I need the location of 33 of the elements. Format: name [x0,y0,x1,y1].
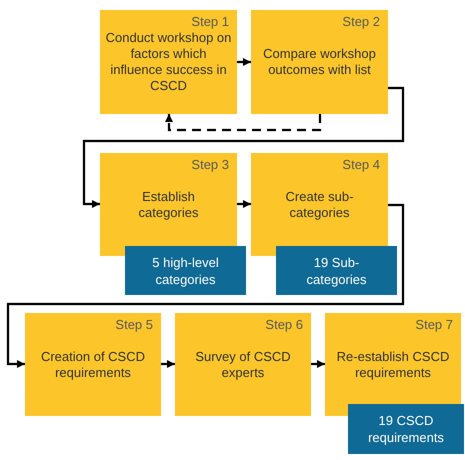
step-description: Establish categories [138,188,200,220]
process-box [25,313,161,416]
process-box [100,153,237,256]
process-box [251,10,388,114]
arrow [6,204,404,368]
step-description: Conduct workshop on factors which influence success in CSCD [106,30,232,94]
process-box [100,10,237,114]
result-box [125,246,246,295]
arrow [237,200,251,208]
result-text: 19 Sub-categories [306,254,368,288]
result-text: 5 high-level categories [151,254,220,288]
arrow [311,360,325,368]
result-text: 19 CSCD requirements [367,412,445,446]
step-label: Step 1 [191,14,229,30]
step-description: Create sub-categories [284,188,354,220]
step-description: Compare workshop outcomes with list [262,46,377,78]
step-description: Re-establish CSCD requirements [336,348,450,380]
step-label: Step 3 [191,157,229,173]
step-description: Survey of CSCD experts [194,348,292,380]
arrow [161,360,175,368]
dashed-arrow [165,114,322,132]
result-box [276,246,397,295]
arrow [237,58,251,66]
step-label: Step 2 [342,14,380,30]
step-description: Creation of CSCD requirements [40,348,146,380]
step-label: Step 7 [415,317,453,333]
step-label: Step 4 [342,157,380,173]
result-box [348,404,464,454]
step-label: Step 6 [265,317,303,333]
step-label: Step 5 [115,317,153,333]
process-box [325,313,461,416]
process-box [175,313,311,416]
process-box [251,153,388,256]
